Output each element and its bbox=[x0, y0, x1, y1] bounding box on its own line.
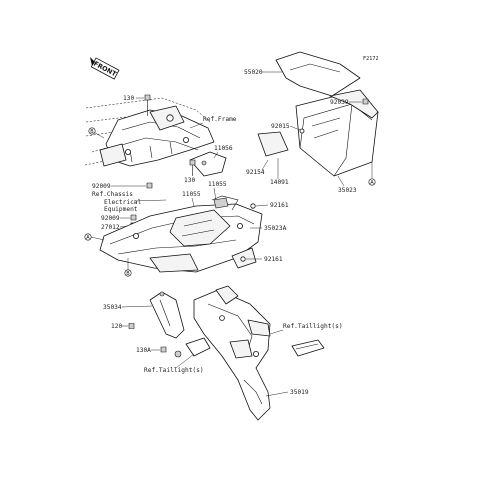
svg-text:A: A bbox=[86, 235, 90, 241]
bracket-35034 bbox=[149, 291, 185, 339]
label-ref-taillight-left: Ref.Taillight(s) bbox=[144, 367, 204, 374]
label-55020: 55020 bbox=[244, 69, 263, 76]
taillight-right bbox=[291, 339, 325, 357]
battery-case-35023 bbox=[257, 89, 379, 177]
label-11055-b: 11055 bbox=[182, 191, 201, 198]
label-92039: 92039 bbox=[330, 99, 349, 106]
label-11056: 11056 bbox=[214, 145, 233, 152]
frame-reference bbox=[84, 97, 215, 167]
callout-b-lower bbox=[124, 269, 132, 277]
label-ref-frame: Ref.Frame bbox=[203, 116, 237, 123]
label-11055-a: 11055 bbox=[208, 181, 227, 188]
taillight-left bbox=[174, 337, 211, 358]
bracket-11056 bbox=[189, 151, 227, 177]
label-130a: 130A bbox=[136, 347, 151, 354]
label-35019: 35019 bbox=[290, 389, 309, 396]
svg-text:B: B bbox=[90, 129, 94, 135]
rear-fender-35023a bbox=[99, 195, 263, 273]
label-electrical-1: Electrical bbox=[104, 199, 142, 206]
label-14091: 14091 bbox=[270, 179, 289, 186]
label-120: 120 bbox=[111, 323, 122, 330]
diagram-code: F2172 bbox=[363, 56, 379, 62]
rear-fender-35019 bbox=[193, 285, 271, 421]
front-arrow-icon bbox=[90, 57, 95, 66]
svg-text:A: A bbox=[370, 180, 374, 186]
label-27012: 27012 bbox=[101, 224, 120, 231]
label-35034: 35034 bbox=[103, 304, 122, 311]
label-92154: 92154 bbox=[246, 169, 265, 176]
label-130-top: 130 bbox=[123, 95, 134, 102]
cover-55020 bbox=[275, 51, 361, 97]
label-ref-chassis: Ref.Chassis bbox=[92, 191, 133, 198]
label-ref-taillight-right: Ref.Taillight(s) bbox=[283, 323, 343, 330]
callout-a-left bbox=[84, 233, 92, 241]
label-92015: 92015 bbox=[271, 123, 290, 130]
callout-b-top bbox=[88, 127, 96, 135]
label-92009-b: 92009 bbox=[101, 215, 120, 222]
label-92161-b: 92161 bbox=[264, 256, 283, 263]
bolt-130-top bbox=[136, 94, 151, 116]
callout-a-right bbox=[368, 178, 376, 186]
label-92009-a: 92009 bbox=[92, 183, 111, 190]
label-130-mid: 130 bbox=[184, 177, 195, 184]
label-electrical-2: Equipment bbox=[104, 206, 138, 213]
label-35023: 35023 bbox=[338, 187, 357, 194]
label-92161-a: 92161 bbox=[270, 202, 289, 209]
svg-text:B: B bbox=[126, 271, 130, 277]
label-35023a: 35023A bbox=[264, 225, 287, 232]
front-badge: FRONT bbox=[90, 57, 120, 80]
